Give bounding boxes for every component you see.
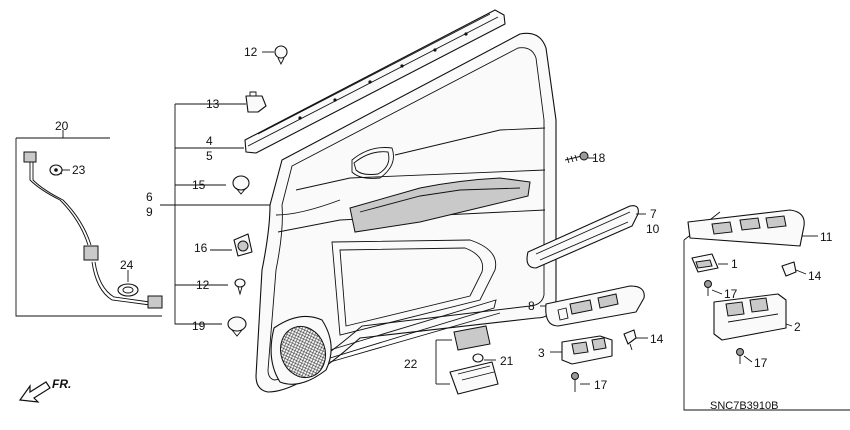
wire-harness[interactable]: [23, 151, 163, 309]
clip-14-right[interactable]: [781, 261, 797, 277]
front-label: FR.: [52, 377, 71, 391]
clip-19[interactable]: [227, 316, 247, 337]
front-direction-indicator: FR.: [18, 377, 71, 403]
master-switch-2[interactable]: [713, 293, 787, 341]
callout-8: 8: [528, 299, 535, 313]
harness-kit-bracket: [15, 130, 162, 317]
armrest-cover[interactable]: [526, 205, 639, 269]
callout-13: 13: [206, 97, 220, 111]
callout-2: 2: [794, 320, 801, 334]
connector-23[interactable]: [49, 164, 63, 176]
front-arrow-icon: [18, 381, 51, 403]
power-window-switch-panel[interactable]: [545, 285, 645, 327]
callout-9: 9: [146, 205, 153, 219]
master-switch-panel-11[interactable]: [687, 209, 805, 247]
callout-11: 11: [820, 230, 833, 244]
grommet-24[interactable]: [117, 283, 139, 297]
speaker-grille: [270, 315, 332, 385]
callout-10: 10: [646, 222, 660, 236]
leader-lines: [62, 51, 818, 385]
callout-20: 20: [55, 119, 69, 133]
clip-12-bottom[interactable]: [234, 278, 246, 296]
callout-15: 15: [192, 178, 206, 192]
callout-22: 22: [404, 357, 418, 371]
callout-1: 1: [731, 257, 738, 271]
callout-3: 3: [538, 346, 545, 360]
clip-21[interactable]: [472, 353, 484, 363]
callout-14-middle: 14: [650, 332, 664, 346]
callout-12-bottom: 12: [196, 278, 210, 292]
clip-12-top[interactable]: [274, 45, 288, 66]
clip-13[interactable]: [245, 91, 267, 113]
screw-17-lower-right[interactable]: [736, 348, 744, 365]
callout-19: 19: [192, 319, 206, 333]
switch-unit-3[interactable]: [561, 335, 613, 365]
screw-17-upper-right[interactable]: [704, 280, 712, 297]
grommet-16[interactable]: [233, 233, 253, 257]
clip-14-middle[interactable]: [623, 329, 637, 351]
door-lining-panel[interactable]: [255, 32, 557, 393]
callout-23: 23: [72, 163, 86, 177]
switch-1[interactable]: [691, 253, 719, 273]
drawing-code: SNC7B3910B: [710, 400, 779, 412]
callout-7: 7: [650, 207, 657, 221]
clip-15[interactable]: [232, 175, 250, 195]
callout-17-middle: 17: [594, 378, 608, 392]
callout-12-top: 12: [244, 45, 258, 59]
callout-18: 18: [592, 151, 606, 165]
callout-labels: 12 13 4 5 15 6 9 16 12 19 20 23 24 18 7 …: [55, 45, 833, 392]
screw-18[interactable]: [564, 151, 589, 164]
switch-housing-22[interactable]: [449, 325, 499, 395]
callout-6: 6: [146, 190, 153, 204]
screw-17-middle[interactable]: [571, 372, 579, 393]
callout-16: 16: [194, 241, 208, 255]
door-weatherstrip[interactable]: [244, 9, 506, 154]
callout-17-upper-right: 17: [724, 287, 738, 301]
callout-24: 24: [120, 258, 134, 272]
callout-14-right: 14: [808, 269, 822, 283]
callout-5: 5: [206, 149, 213, 163]
callout-17-lower-right: 17: [754, 356, 768, 370]
callout-4: 4: [206, 134, 213, 148]
callout-21: 21: [500, 354, 514, 368]
